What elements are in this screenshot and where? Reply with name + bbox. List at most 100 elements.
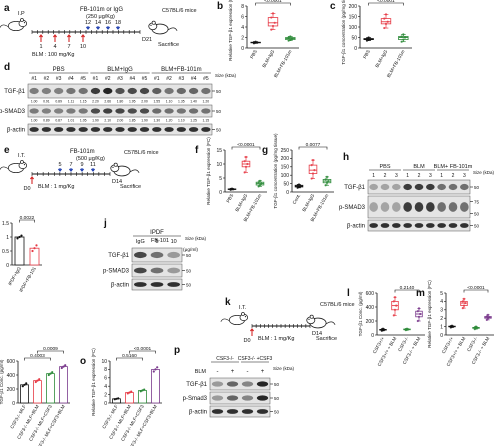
data-point [310,177,313,180]
y-axis-label: Relative TGF-β1 expression (FC) [427,280,432,348]
size-marker: 50 [474,185,480,190]
band-quant: 1.20 [166,119,173,123]
treatment-day: 9 [80,162,83,168]
size-label: Size (kDa) [473,170,495,175]
data-point [310,164,313,167]
band-name: TGF-β1 [4,89,25,95]
blot-band [29,108,39,114]
data-point [152,370,155,373]
lane-label: 3 [395,173,398,179]
data-point [243,171,246,174]
mouse-ear [113,162,118,167]
blot-group-label: CSF3-/- [216,356,234,362]
y-tick-label: 200 [349,4,358,10]
y-tick-label: 0 [6,263,9,269]
blot-band [66,127,76,132]
panel-letter: c [330,1,336,12]
blot-band [127,87,137,95]
panel-letter: k [225,297,231,308]
lane-label: #3 [179,76,185,82]
lane-label: #2 [44,76,50,82]
data-point [143,388,146,391]
lane-label: 10 [171,239,177,245]
y-tick-label: 0 [104,401,107,407]
x-tick-label: IPDF+IgG [7,266,22,287]
blot-group-label: BLM [413,164,425,170]
size-marker: 50 [474,224,480,229]
data-point [393,308,397,311]
panel-letter: m [416,288,425,299]
y-tick-label: 1 [6,235,9,241]
y-tick-label: 200 [7,387,16,393]
treatment-day: 14 [95,20,101,26]
band-quant: 2.00 [117,119,124,123]
blot-band [139,127,150,132]
data-point [230,187,234,190]
data-point [416,319,419,323]
mouse-eye [244,316,247,318]
lane-label: #2 [105,76,111,82]
band-quant: 1.15 [203,119,210,123]
data-point [273,21,276,24]
lane-label: #4 [68,76,74,82]
significance-bracket [463,289,489,293]
p-value: 0.4003 [30,353,45,359]
lane-label: #5 [203,76,209,82]
data-point [383,26,386,30]
p-value: <0.0001 [237,142,255,148]
data-point [405,327,409,330]
bar [151,368,160,404]
y-tick-label: 5 [440,291,443,297]
x-tick-label: CSF3-/- [466,336,479,353]
treatment-day: 16 [105,20,111,26]
data-point [47,373,50,377]
blot-band [256,395,269,401]
start-day: D0 [23,186,30,192]
blot-group-label: CSF3-/- +CSF3 [238,356,273,362]
box-iqr [267,17,279,27]
band-name: β-actin [347,224,365,230]
blot-band [90,87,101,95]
y-tick-label: 0 [354,46,357,52]
y-tick-label: 8 [241,4,244,10]
data-point [257,181,260,184]
y-tick-label: 100 [281,173,290,179]
treatment-day: 11 [90,162,96,168]
chart-n: n0200400600TGF-β1 Conc. (pg/ml)CSF3-/- M… [0,346,70,446]
data-point [461,300,464,303]
y-axis-label: TGF-β1 Conc. (pg/ml) [358,291,363,336]
lane-label: IgG [136,239,145,245]
significance-bracket [368,2,404,6]
data-point [324,178,327,181]
data-point [16,237,19,240]
blot-band [152,127,162,132]
mouse-ear [309,314,314,319]
data-point [367,36,370,39]
treatment-day: 12 [85,20,91,26]
data-point [392,314,395,317]
data-point [417,315,421,318]
significance-bracket [298,146,328,150]
band-quant: 0.89 [55,100,62,104]
blot-band [403,223,412,228]
treatment-arrow [115,26,121,30]
data-point [450,324,454,327]
data-point [246,162,249,166]
blot-band [380,202,390,212]
blot-band [152,87,162,95]
blot-band [29,127,39,132]
band-quant: 0.91 [43,100,50,104]
lane-label: + [231,369,235,375]
band-quant: 0.89 [43,119,50,123]
lane-label: 5 [155,239,158,245]
mouse-tail [325,321,336,325]
blot-band [41,127,52,132]
blot-band [380,223,390,228]
data-point [367,38,370,41]
blot-band [41,108,52,114]
